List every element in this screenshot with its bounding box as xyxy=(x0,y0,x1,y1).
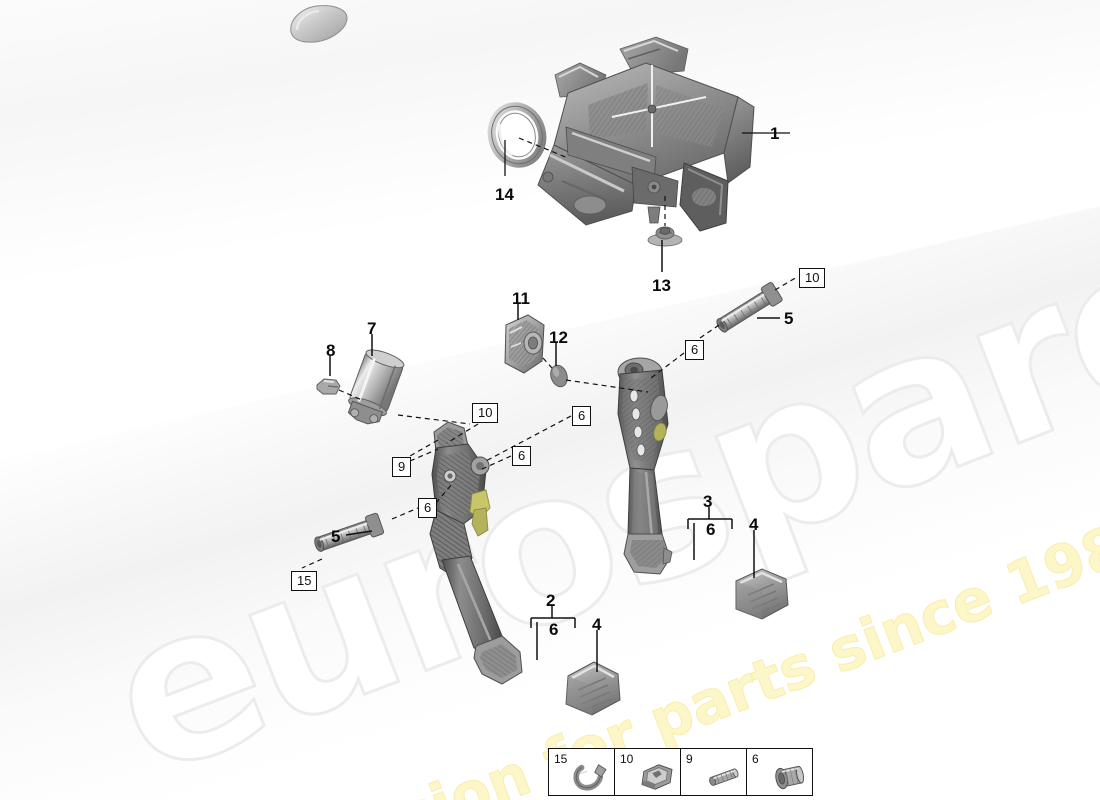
callout-8: 8 xyxy=(326,341,336,360)
part-pad-topleft-art xyxy=(290,5,348,43)
callout-5-right: 5 xyxy=(784,309,794,328)
callout-2-bushing: 6 xyxy=(549,620,559,639)
boxed-callout-6-d: 6 xyxy=(418,498,438,518)
callout-7: 7 xyxy=(367,319,377,338)
bracket-clip-icon xyxy=(641,764,673,790)
legend-number-15: 15 xyxy=(554,752,568,766)
part-8-spring-end-piece-art xyxy=(316,378,341,395)
callout-12: 12 xyxy=(549,328,568,347)
legend-cell-9: 9 xyxy=(681,749,747,795)
callout-3: 3 xyxy=(703,492,713,511)
pin-icon xyxy=(709,768,739,786)
callout-13: 13 xyxy=(652,276,671,295)
boxed-callout-6-b: 6 xyxy=(572,406,592,426)
part-1-pedal-support-bracket-art xyxy=(537,36,755,232)
legend-cell-15: 15 xyxy=(549,749,615,795)
boxed-callout-15: 15 xyxy=(291,571,318,591)
legend-number-9: 9 xyxy=(686,752,693,766)
bushing-icon xyxy=(775,765,805,790)
boxed-callout-6-a: 6 xyxy=(685,340,705,360)
boxed-callout-10-top: 10 xyxy=(799,268,826,288)
callout-5-left: 5 xyxy=(331,527,341,546)
legend-number-6: 6 xyxy=(752,752,759,766)
legend-cell-10: 10 xyxy=(615,749,681,795)
retaining-clip-icon xyxy=(573,764,607,791)
part-12-rubber-stop-art xyxy=(550,364,568,388)
boxed-callout-9: 9 xyxy=(392,457,412,477)
part-4-pedal-pad-left-art xyxy=(565,661,621,716)
part-13-grommet-art xyxy=(647,226,683,247)
callout-1: 1 xyxy=(770,124,780,143)
callout-11: 11 xyxy=(512,289,530,308)
legend-cell-6: 6 xyxy=(747,749,812,795)
part-4-pedal-pad-right-art xyxy=(735,568,789,620)
callout-3-bushing: 6 xyxy=(706,520,716,539)
boxed-callout-6-c: 6 xyxy=(512,446,532,466)
legend-number-10: 10 xyxy=(620,752,634,766)
callout-14: 14 xyxy=(495,185,514,204)
part-2-clutch-pedal-art xyxy=(429,421,523,685)
part-7-spring-housing-art xyxy=(347,349,405,425)
callout-2: 2 xyxy=(546,591,556,610)
part-11-pedal-travel-sensor-art xyxy=(504,314,545,374)
boxed-callout-10-mid: 10 xyxy=(472,403,499,423)
callout-4-right: 4 xyxy=(749,515,759,534)
part-14-sealing-ring-art xyxy=(487,102,547,168)
part-5-pivot-bolt-right-art xyxy=(716,282,783,333)
part-3-brake-pedal-art xyxy=(617,357,673,575)
legend-table: 15 10 9 xyxy=(548,748,813,796)
callout-4-left: 4 xyxy=(592,615,602,634)
